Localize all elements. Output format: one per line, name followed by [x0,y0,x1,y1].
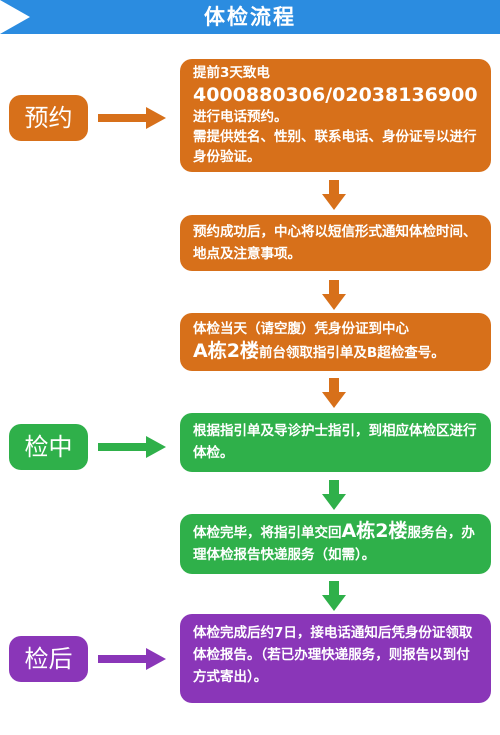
arrow-right-icon [98,648,166,670]
step-text: 需提供姓名、性别、联系电话、身份证号以进行身份验证。 [193,129,477,165]
step-text: 前台领取指引单及B超检查号。 [258,345,445,361]
arrow-down-icon [322,180,346,210]
step-text-line: A栋2楼前台领取指引单及B超检查号。 [193,340,483,364]
step-text: 服务台，办理体检报告快递服务（如需）。 [193,525,475,563]
phone-numbers: 4000880306/02038136900 [193,84,478,106]
step-call-reservation: 提前3天致电 4000880306/02038136900 进行电话预约。 需提… [180,59,491,172]
step-sms-notice: 预约成功后，中心将以短信形式通知体检时间、地点及注意事项。 [180,215,491,271]
arrow-down-icon [322,480,346,510]
arrow-down-icon [322,378,346,408]
page-title: 体检流程 [204,5,296,29]
chevron-right-icon [0,0,30,34]
stage-after: 检后 [9,636,88,682]
arrow-down-icon [322,581,346,611]
step-text: 根据指引单及导诊护士指引，到相应体检区进行体检。 [193,423,477,461]
step-text: 体检完成后约7日，接电话通知后凭身份证领取体检报告。（若已办理快递服务，则报告以… [193,625,473,685]
arrow-right-icon [98,107,166,129]
arrow-right-icon [98,436,166,458]
step-return-guide: 体检完毕，将指引单交回A栋2楼服务台，办理体检报告快递服务（如需）。 [180,514,491,574]
step-text: 体检当天（请空腹）凭身份证到中心 [193,321,409,337]
step-text: 进行电话预约。 [193,109,288,125]
arrow-down-icon [322,280,346,310]
highlight-location: A栋2楼 [193,340,259,362]
step-follow-guide: 根据指引单及导诊护士指引，到相应体检区进行体检。 [180,413,491,472]
step-text: 预约成功后，中心将以短信形式通知体检时间、地点及注意事项。 [193,224,477,262]
header-bar: 体检流程 [0,0,500,34]
stage-reserve: 预约 [9,95,88,141]
step-checkin-day: 体检当天（请空腹）凭身份证到中心 A栋2楼前台领取指引单及B超检查号。 [180,313,491,371]
step-text: 提前3天致电 [193,65,270,81]
step-collect-report: 体检完成后约7日，接电话通知后凭身份证领取体检报告。（若已办理快递服务，则报告以… [180,614,491,703]
highlight-location: A栋2楼 [341,520,408,542]
step-text-block: 体检完毕，将指引单交回A栋2楼服务台，办理体检报告快递服务（如需）。 [193,520,483,566]
step-text: 体检完毕，将指引单交回 [193,525,342,541]
stage-during: 检中 [9,424,88,470]
